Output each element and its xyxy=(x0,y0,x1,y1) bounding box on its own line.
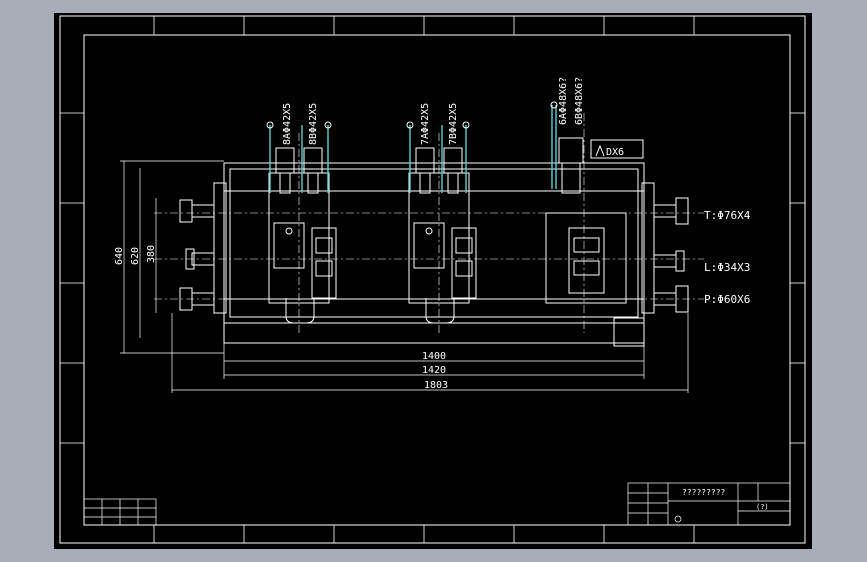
left-connectors xyxy=(179,199,215,311)
t-port-label: T:Φ76X4 xyxy=(704,209,751,222)
dim-1803: 1803 xyxy=(424,380,448,391)
title-block xyxy=(627,482,791,526)
port-label-7b: 7BΦ42X5 xyxy=(448,103,459,145)
title-block-title: ????????? xyxy=(682,488,726,497)
title-block-code: (?) xyxy=(756,503,769,511)
flag-symbol-icon xyxy=(595,144,605,157)
outer-frame xyxy=(59,15,806,544)
dim-640: 640 xyxy=(114,247,125,265)
dim-1420: 1420 xyxy=(422,365,446,376)
p-port-label: P:Φ60X6 xyxy=(704,293,750,306)
dim-620: 620 xyxy=(130,247,141,265)
inner-frame xyxy=(83,34,791,526)
flag-label: DX6 xyxy=(606,147,624,158)
dimension-lines xyxy=(120,160,689,393)
port-label-6a: 6AΦ48X6? xyxy=(558,77,569,125)
port-label-8b: 8BΦ42X5 xyxy=(308,103,319,145)
port-label-6b: 6BΦ48X6? xyxy=(574,77,585,125)
drawing-viewport[interactable]: 8AΦ42X5 8BΦ42X5 7AΦ42X5 7BΦ42X5 6AΦ48X6?… xyxy=(54,13,812,549)
zone-ticks xyxy=(60,16,805,543)
dim-1400: 1400 xyxy=(422,351,446,362)
l-port-label: L:Φ34X3 xyxy=(704,261,750,274)
center-lines xyxy=(154,113,704,333)
dim-380: 380 xyxy=(146,245,157,263)
revision-block xyxy=(83,498,157,526)
pipe-tubes xyxy=(266,101,558,193)
right-connectors xyxy=(613,197,689,347)
port-label-8a: 8AΦ42X5 xyxy=(282,103,293,145)
cad-drawing[interactable]: 8AΦ42X5 8BΦ42X5 7AΦ42X5 7BΦ42X5 6AΦ48X6?… xyxy=(54,13,812,549)
valve-station-6 xyxy=(545,137,644,304)
port-label-7a: 7AΦ42X5 xyxy=(420,103,431,145)
